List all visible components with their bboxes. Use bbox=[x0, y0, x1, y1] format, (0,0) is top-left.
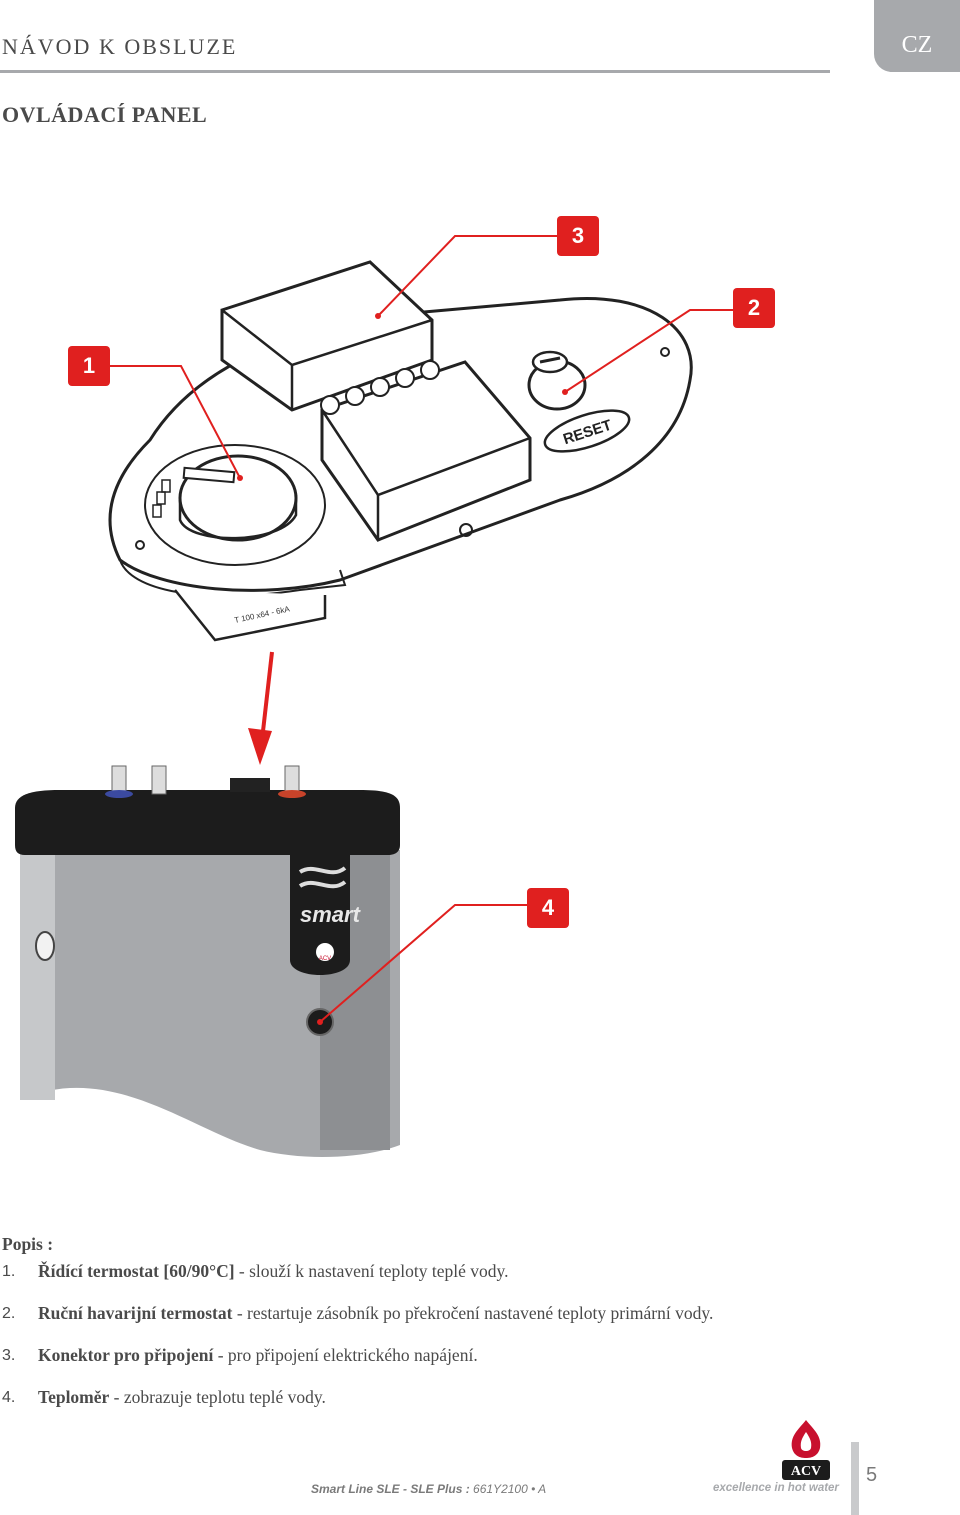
item-text: - zobrazuje teplotu teplé vody. bbox=[109, 1387, 326, 1407]
header-divider bbox=[0, 70, 830, 73]
item-number: 1. bbox=[2, 1263, 16, 1280]
item-text: - pro připojení elektrického napájení. bbox=[213, 1345, 478, 1365]
item-text: - slouží k nastavení teploty teplé vody. bbox=[234, 1261, 509, 1281]
description-item: 3. Konektor pro připojení - pro připojen… bbox=[2, 1345, 902, 1387]
description-item: 4. Teploměr - zobrazuje teplotu teplé vo… bbox=[2, 1387, 902, 1429]
dial-scale bbox=[152, 479, 171, 518]
callout-3: 3 bbox=[557, 216, 599, 256]
item-title: Teploměr bbox=[38, 1387, 110, 1407]
item-text: - restartuje zásobník po překročení nast… bbox=[232, 1303, 714, 1323]
connector-box-rear bbox=[220, 260, 434, 412]
panel-underside bbox=[174, 589, 327, 642]
item-number: 4. bbox=[2, 1389, 16, 1406]
reset-plate: RESET bbox=[543, 409, 631, 453]
item-title: Ruční havarijní termostat bbox=[38, 1303, 233, 1323]
item-number: 3. bbox=[2, 1347, 16, 1364]
manual-title: NÁVOD K OBSLUZE bbox=[2, 34, 238, 59]
document-reference: Smart Line SLE - SLE Plus : 661Y2100 • A bbox=[311, 1482, 546, 1496]
section-title: OVLÁDACÍ PANEL bbox=[2, 102, 208, 127]
description-heading: Popis : bbox=[2, 1234, 54, 1254]
callout-leaders bbox=[110, 235, 753, 1023]
callout-2: 2 bbox=[733, 288, 775, 328]
item-title: Konektor pro připojení bbox=[38, 1345, 214, 1365]
acv-logo: ACV bbox=[782, 1420, 830, 1480]
pointer-arrow bbox=[260, 651, 274, 741]
item-title: Řídící termostat [60/90°C] bbox=[38, 1261, 235, 1281]
document-name: Smart Line SLE - SLE Plus : bbox=[311, 1482, 470, 1496]
language-tab: CZ bbox=[874, 0, 960, 72]
callout-1: 1 bbox=[68, 346, 110, 386]
footer-divider bbox=[851, 1442, 859, 1515]
item-number: 2. bbox=[2, 1305, 16, 1322]
control-panel-illustration: T 100 x64 - 6kA bbox=[0, 150, 960, 1230]
description-item: 2. Ruční havarijní termostat - restartuj… bbox=[2, 1303, 902, 1345]
connector-box-front bbox=[320, 360, 532, 542]
callout-4: 4 bbox=[527, 888, 569, 928]
terminal-screws bbox=[320, 360, 440, 415]
dial-ring bbox=[144, 444, 326, 566]
acv-logo-text: ACV bbox=[791, 1464, 821, 1479]
smart-brand-mark: smart bbox=[300, 902, 362, 927]
acv-small-logo: ACV bbox=[319, 956, 331, 962]
knob-marker bbox=[182, 466, 236, 484]
tagline: excellence in hot water bbox=[713, 1482, 839, 1494]
description-item: 1. Řídící termostat [60/90°C] - slouží k… bbox=[2, 1261, 902, 1303]
water-heater: smart ACV bbox=[15, 765, 400, 1157]
description-block: Popis : 1. Řídící termostat [60/90°C] - … bbox=[2, 1234, 902, 1429]
document-code: 661Y2100 • A bbox=[469, 1482, 547, 1496]
page-number: 5 bbox=[866, 1464, 878, 1486]
product-drawing: T 100 x64 - 6kA bbox=[15, 235, 753, 1157]
